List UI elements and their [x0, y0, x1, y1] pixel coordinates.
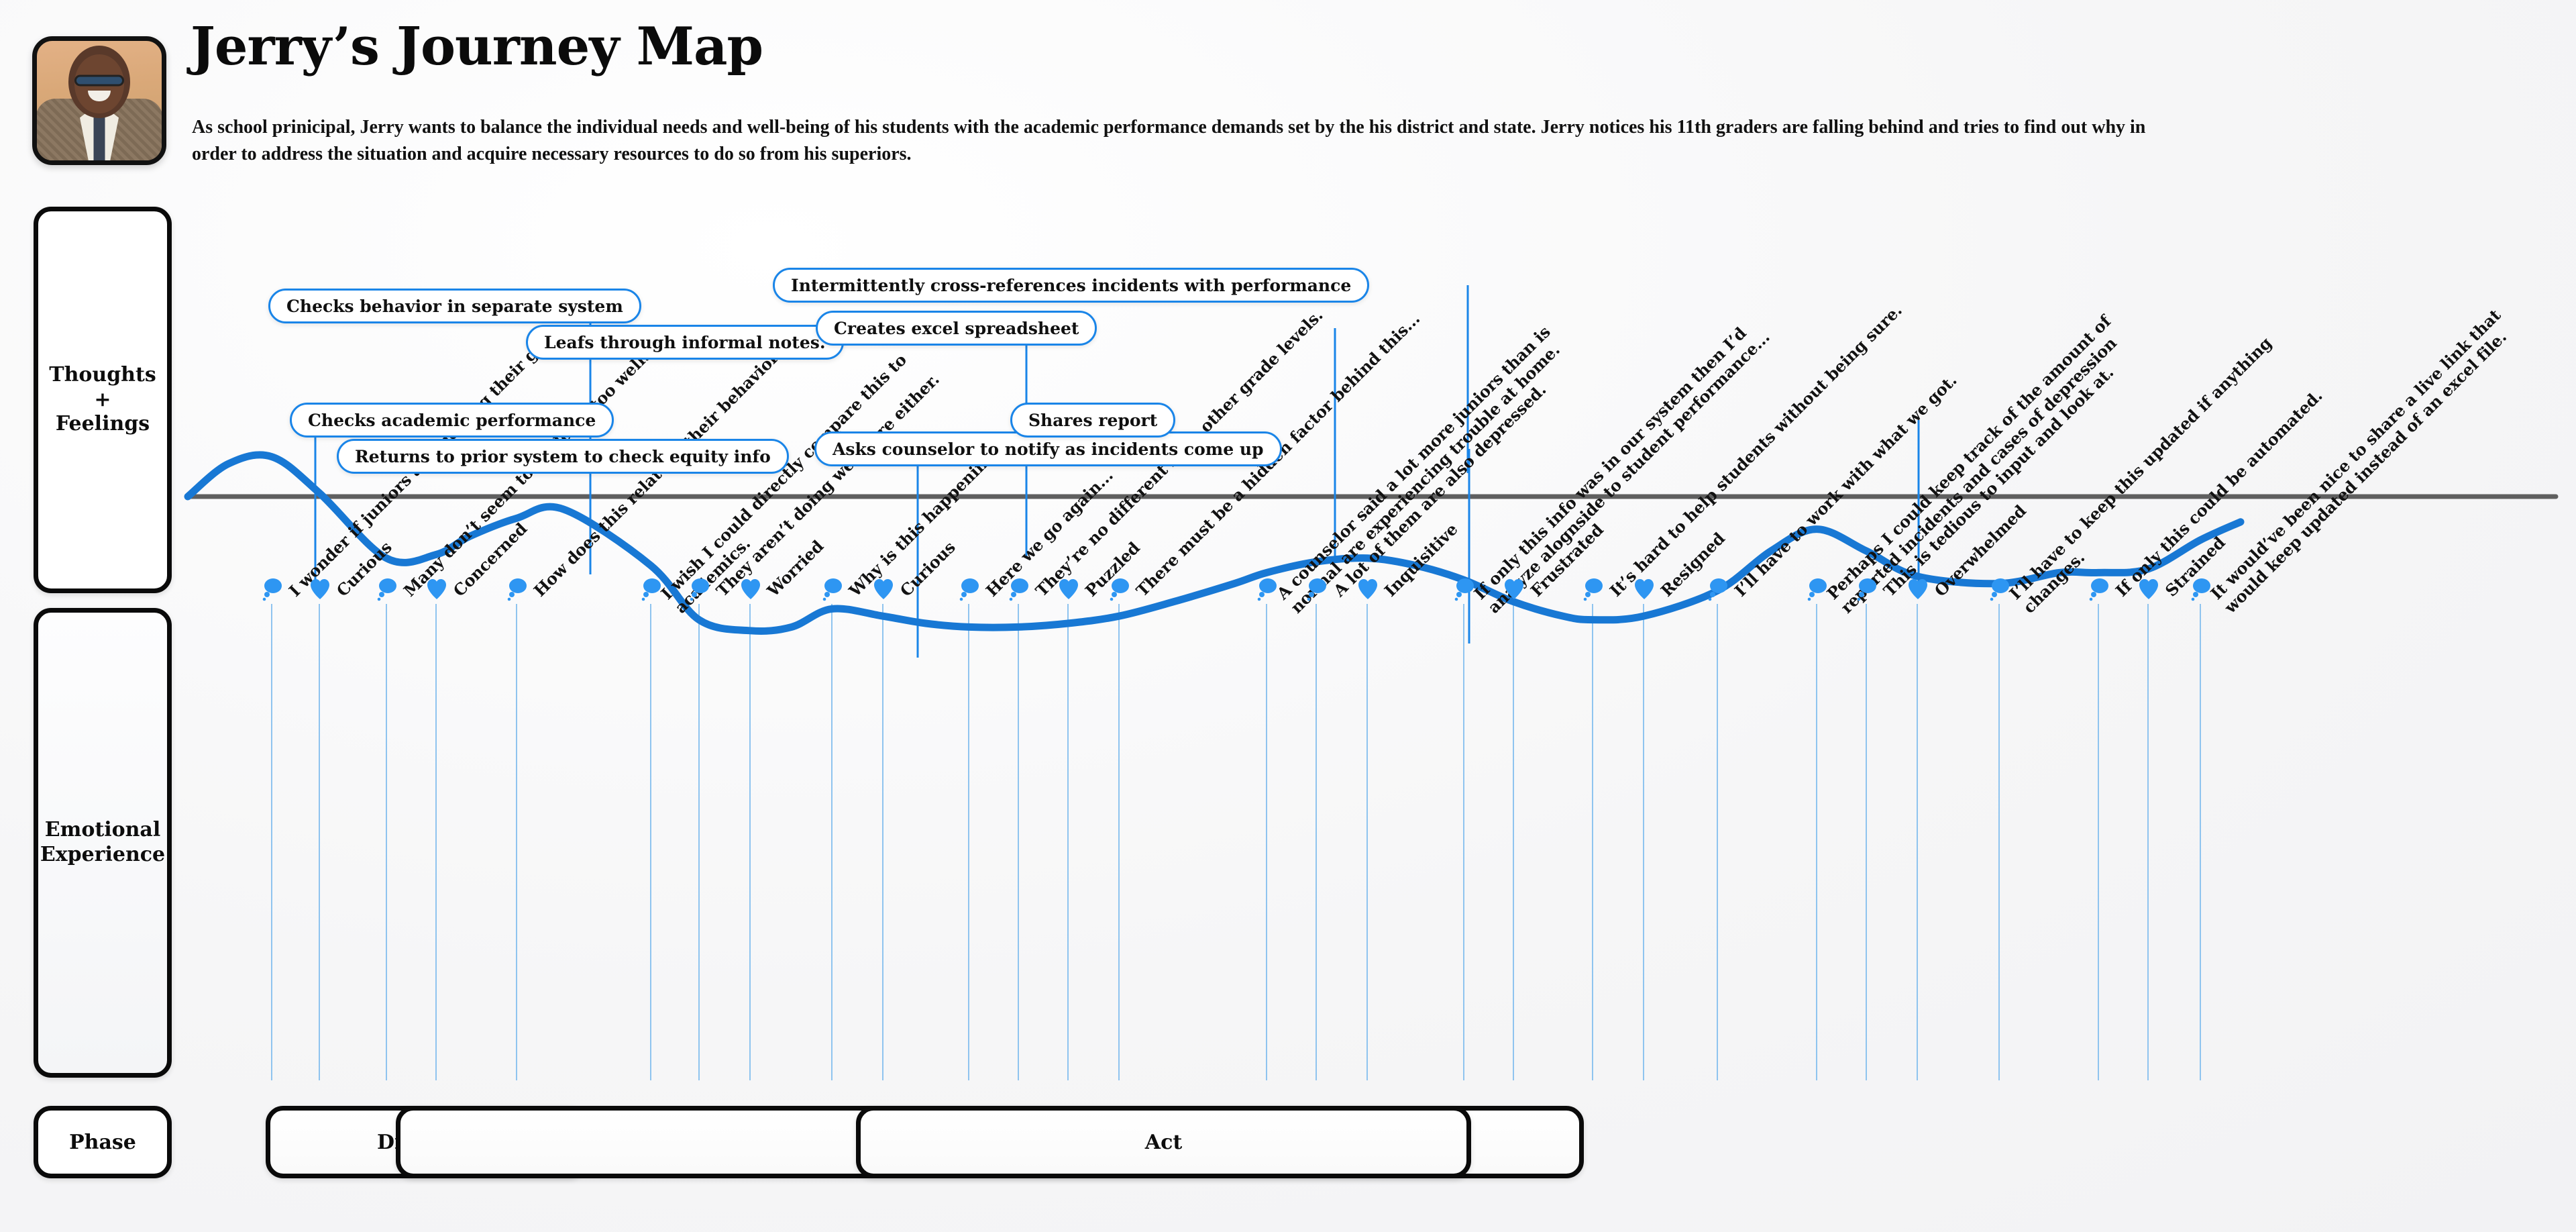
thought-bubble-icon [1454, 578, 1474, 601]
thought-bubble-icon [1857, 578, 1877, 601]
emotional-curve [184, 451, 2245, 635]
page-title: Jerry’s Journey Map [191, 16, 763, 77]
row-label-emotional-experience: Emotional Experience [34, 608, 172, 1078]
action-pill[interactable]: Checks behavior in separate system [268, 289, 641, 323]
thought-bubble-icon [822, 578, 843, 601]
heart-icon [427, 578, 447, 601]
thought-bubble-icon [690, 578, 710, 601]
avatar-smile [88, 90, 111, 101]
thought-bubble-icon [1990, 578, 2010, 601]
row-label-emotional: Emotional [44, 818, 161, 842]
heart-icon [1634, 578, 1654, 601]
action-pill[interactable]: Returns to prior system to check equity … [337, 439, 789, 474]
thought-bubble-icon [262, 578, 282, 601]
page-subtitle: As school prinicipal, Jerry wants to bal… [192, 117, 2146, 164]
heart-icon [1358, 578, 1378, 601]
thought-bubble-icon [1807, 578, 1827, 601]
action-pill[interactable]: Leafs through informal notes. [526, 325, 844, 360]
thought-bubble-icon [1110, 578, 1130, 601]
heart-icon [873, 578, 894, 601]
avatar [32, 36, 166, 165]
action-pill[interactable]: Shares report [1010, 403, 1176, 438]
thought-bubble-icon [641, 578, 661, 601]
heart-icon [310, 578, 330, 601]
avatar-tie [93, 109, 105, 160]
thought-bubble-icon [1257, 578, 1277, 601]
heart-icon [1504, 578, 1524, 601]
avatar-glasses-icon [74, 74, 124, 87]
heart-icon [2139, 578, 2159, 601]
row-label-experience: Experience [40, 843, 166, 866]
phase-act[interactable]: Act [856, 1106, 1471, 1178]
thought-bubble-icon [1583, 578, 1603, 601]
row-label-thoughts-feelings: Thoughts + Feelings [34, 207, 172, 593]
journey-map-canvas: I wonder if juniors are meeting their go… [184, 188, 2559, 1080]
action-pill[interactable]: Checks academic performance [290, 403, 614, 438]
heart-icon [1059, 578, 1079, 601]
row-label-thoughts: Thoughts [49, 363, 156, 387]
row-label-feelings: Feelings [55, 412, 150, 436]
thought-bubble-icon [1009, 578, 1029, 601]
thought-bubble-icon [2191, 578, 2211, 601]
touchpoint-gridlines [271, 604, 2201, 1080]
heart-icon [741, 578, 761, 601]
thought-bubble-icon [2089, 578, 2109, 601]
thought-bubble-icon [1307, 578, 1327, 601]
row-label-plus: + [94, 387, 111, 411]
action-pill[interactable]: Intermittently cross-references incident… [773, 268, 1370, 303]
thought-bubble-icon [1708, 578, 1728, 601]
heart-icon [1908, 578, 1928, 601]
thought-bubble-icon [507, 578, 527, 601]
action-pill[interactable]: Creates excel spreadsheet [816, 311, 1097, 346]
thought-bubble-icon [377, 578, 397, 601]
journey-graph [184, 285, 2559, 1080]
thought-bubble-icon [959, 578, 979, 601]
row-label-phase: Phase [34, 1106, 172, 1178]
